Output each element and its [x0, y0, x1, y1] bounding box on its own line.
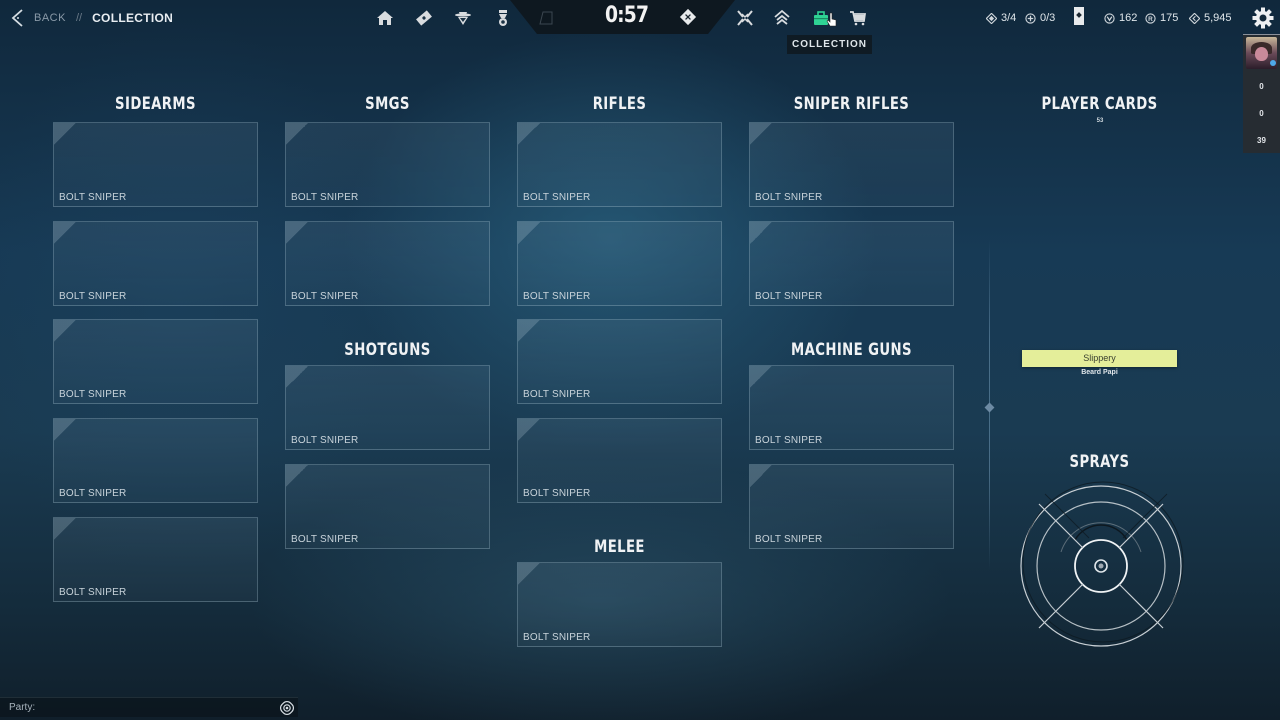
kingdom-credits-stat[interactable]: 5,945: [1189, 10, 1232, 26]
weapon-slot-smg-2[interactable]: BOLT SNIPER: [285, 221, 490, 306]
daily-ticket-stat: 0/3: [1025, 10, 1055, 26]
party-chat-bar[interactable]: Party:: [0, 697, 298, 717]
main-nav: [360, 0, 880, 36]
plus-circle-icon: [1025, 12, 1036, 24]
weapon-name: BOLT SNIPER: [523, 192, 591, 203]
weapon-name: BOLT SNIPER: [59, 192, 127, 203]
play-icon[interactable]: [536, 8, 556, 28]
chevron-left-icon: [11, 9, 23, 27]
shotguns-title: SHOTGUNS: [344, 340, 431, 360]
radianite-points-stat[interactable]: R 175: [1145, 10, 1178, 26]
party-label: Party:: [9, 702, 36, 713]
weapon-slot-rifle-4[interactable]: BOLT SNIPER: [517, 418, 722, 503]
weapon-slot-smg-1[interactable]: BOLT SNIPER: [285, 122, 490, 207]
rank-icon[interactable]: [735, 8, 755, 28]
rail-count-3: 39: [1257, 136, 1266, 145]
premier-icon[interactable]: [677, 6, 699, 28]
nav-center-panel: [510, 0, 735, 34]
melee-title: MELEE: [594, 537, 645, 557]
top-bar: BACK // COLLECTION 0:57 COLLECTION: [0, 0, 1280, 54]
weapon-slot-melee-1[interactable]: BOLT SNIPER: [517, 562, 722, 647]
weapon-name: BOLT SNIPER: [523, 632, 591, 643]
valorant-points-value: 162: [1119, 12, 1138, 24]
agents-icon[interactable]: [453, 8, 473, 28]
weapon-slot-sidearm-5[interactable]: BOLT SNIPER: [53, 517, 258, 602]
weapon-name: BOLT SNIPER: [291, 435, 359, 446]
home-icon[interactable]: [375, 8, 395, 28]
weapon-slot-machinegun-2[interactable]: BOLT SNIPER: [749, 464, 954, 549]
weapon-slot-shotgun-2[interactable]: BOLT SNIPER: [285, 464, 490, 549]
weapon-slot-machinegun-1[interactable]: BOLT SNIPER: [749, 365, 954, 450]
kingdom-credits-value: 5,945: [1204, 12, 1232, 24]
match-timer: 0:57: [605, 3, 649, 28]
daily-ticket-value: 0/3: [1040, 12, 1056, 24]
agent-contracts-value: 3/4: [1001, 12, 1017, 24]
weapon-slot-sidearm-2[interactable]: BOLT SNIPER: [53, 221, 258, 306]
weapon-slot-sidearm-1[interactable]: BOLT SNIPER: [53, 122, 258, 207]
career-icon[interactable]: [493, 8, 513, 28]
sidearms-title: SIDEARMS: [115, 94, 196, 114]
spray-wheel[interactable]: [1015, 480, 1187, 652]
store-icon[interactable]: [848, 8, 868, 28]
player-cards-title: PLAYER CARDS: [1041, 94, 1158, 114]
weapon-slot-shotgun-1[interactable]: BOLT SNIPER: [285, 365, 490, 450]
valorant-points-icon: [1104, 12, 1115, 24]
player-name: Beard Papi: [1081, 369, 1118, 376]
player-title-banner[interactable]: Slippery: [1022, 350, 1177, 367]
party-chat-icon[interactable]: [279, 700, 295, 716]
rail-count-2: 0: [1259, 109, 1264, 118]
valorant-points-stat[interactable]: 162: [1104, 10, 1137, 26]
weapon-slot-rifle-2[interactable]: BOLT SNIPER: [517, 221, 722, 306]
card-icon: [1074, 7, 1084, 25]
online-status-icon: [1270, 60, 1276, 66]
weapon-slot-sniper-1[interactable]: BOLT SNIPER: [749, 122, 954, 207]
collection-icon[interactable]: [811, 8, 831, 28]
agent-contracts-stat: 3/4: [986, 10, 1016, 26]
weapon-slot-sniper-2[interactable]: BOLT SNIPER: [749, 221, 954, 306]
weapon-name: BOLT SNIPER: [291, 534, 359, 545]
weapon-name: BOLT SNIPER: [755, 192, 823, 203]
page-title: COLLECTION: [92, 11, 174, 25]
player-level: 53: [1096, 118, 1104, 124]
cursor-hand-icon: [826, 12, 838, 28]
weapon-name: BOLT SNIPER: [59, 488, 127, 499]
player-avatar[interactable]: [1246, 37, 1277, 69]
rail-count-1: 0: [1259, 82, 1264, 91]
weapon-name: BOLT SNIPER: [755, 435, 823, 446]
weapon-slot-rifle-1[interactable]: BOLT SNIPER: [517, 122, 722, 207]
breadcrumb-separator: //: [75, 12, 83, 24]
card-stat[interactable]: [1074, 7, 1084, 25]
weapon-name: BOLT SNIPER: [523, 389, 591, 400]
rail-divider: [1243, 34, 1280, 35]
divider-diamond-icon: [984, 402, 995, 413]
radianite-icon: R: [1145, 12, 1156, 24]
weapon-name: BOLT SNIPER: [291, 291, 359, 302]
smgs-title: SMGS: [365, 94, 410, 114]
weapon-name: BOLT SNIPER: [523, 291, 591, 302]
weapon-name: BOLT SNIPER: [755, 291, 823, 302]
kingdom-credits-icon: [1189, 12, 1200, 24]
back-label: BACK: [34, 12, 66, 24]
weapon-name: BOLT SNIPER: [59, 389, 127, 400]
weapon-name: BOLT SNIPER: [59, 291, 127, 302]
back-button[interactable]: BACK // COLLECTION: [10, 8, 173, 28]
settings-gear-icon[interactable]: [1252, 7, 1274, 29]
weapon-slot-rifle-3[interactable]: BOLT SNIPER: [517, 319, 722, 404]
weapon-name: BOLT SNIPER: [291, 192, 359, 203]
rifles-title: RIFLES: [592, 94, 647, 114]
sprays-title: SPRAYS: [1069, 452, 1130, 472]
weapon-name: BOLT SNIPER: [523, 488, 591, 499]
radianite-points-value: 175: [1160, 12, 1179, 24]
weapon-slot-sidearm-3[interactable]: BOLT SNIPER: [53, 319, 258, 404]
svg-text:R: R: [1148, 15, 1153, 22]
machine-guns-title: MACHINE GUNS: [791, 340, 912, 360]
contract-icon: [986, 12, 997, 24]
weapon-name: BOLT SNIPER: [755, 534, 823, 545]
weapon-slot-sidearm-4[interactable]: BOLT SNIPER: [53, 418, 258, 503]
battlepass-icon[interactable]: [414, 8, 434, 28]
sniper-rifles-title: SNIPER RIFLES: [793, 94, 910, 114]
esports-icon[interactable]: [772, 8, 792, 28]
nav-tooltip: COLLECTION: [787, 35, 872, 54]
weapon-name: BOLT SNIPER: [59, 587, 127, 598]
